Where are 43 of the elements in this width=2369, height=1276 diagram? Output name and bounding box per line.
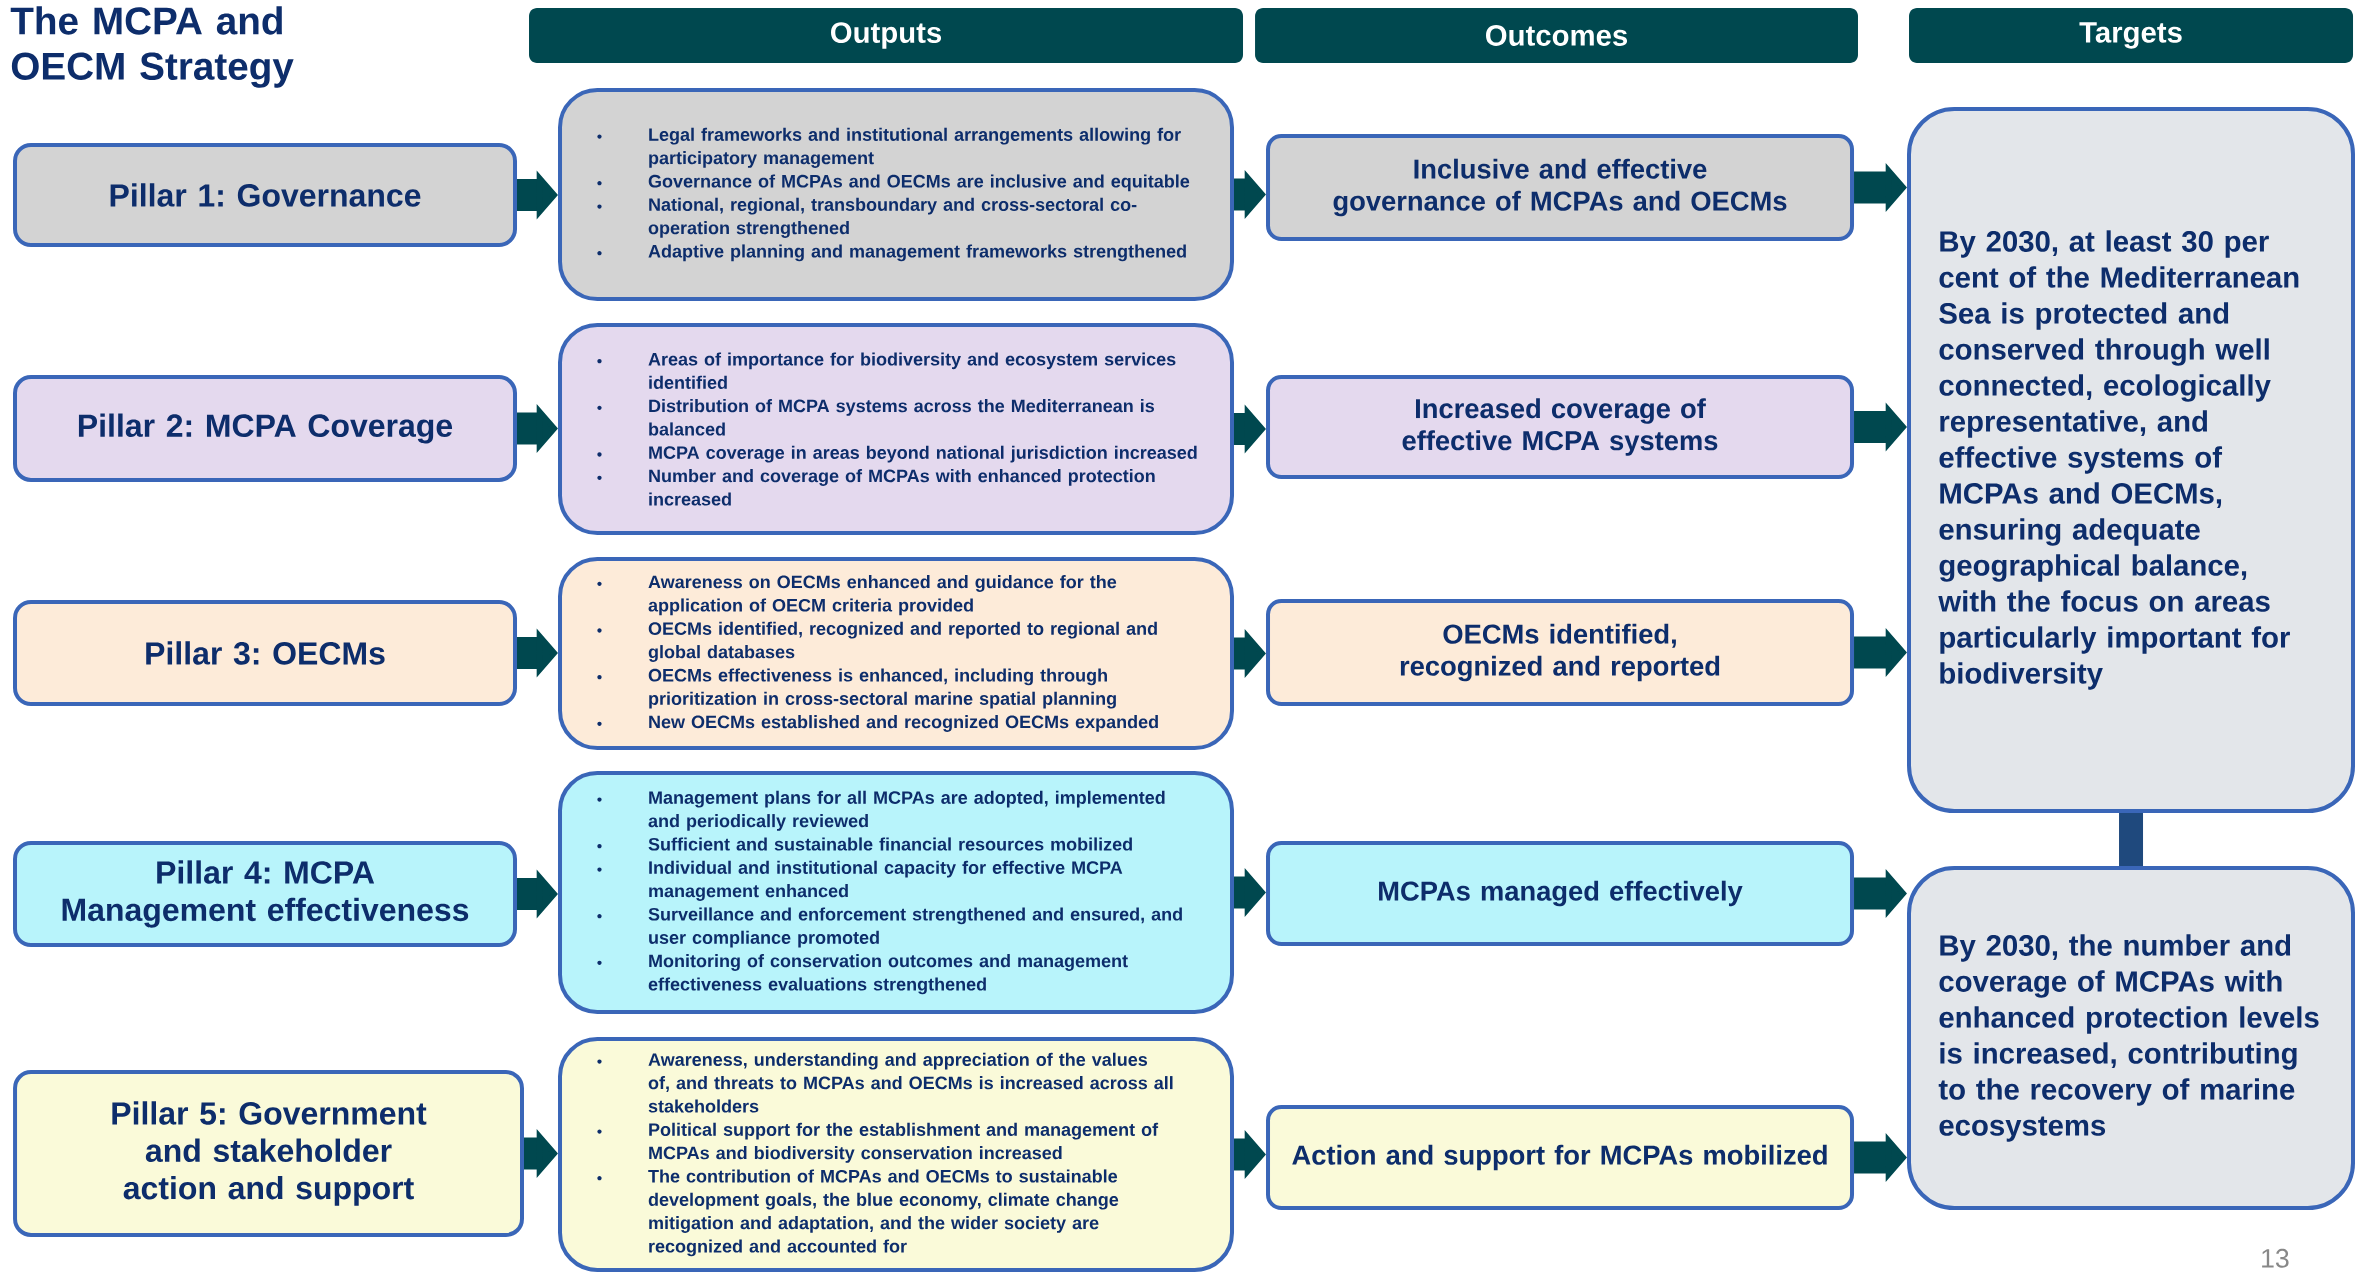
header-bar: Outputs — [529, 8, 1243, 63]
bullet-item: Political support for the establishment and management of MCPAs and biodiversity conservation increased — [597, 1122, 1159, 1163]
bullet-item: Management plans for all MCPAs are adopted, implemented and periodically reviewed — [597, 790, 1165, 831]
bullet-item: The contribution of MCPAs and OECMs to sustainable development goals, the blue economy, climate change mitigation and adaptation, and the wider society are recognized and accounted for — [597, 1169, 1119, 1257]
bullet-item: Distribution of MCPA systems across the Mediterranean is balanced — [597, 399, 1154, 436]
output-box — [558, 556, 1234, 751]
outcome-box: Increased coverage of effective MCPA systems — [1266, 375, 1854, 479]
page-number: 13 — [2262, 1248, 2289, 1268]
header-bar: Outcomes — [1255, 8, 1858, 63]
bullet-item: Number and coverage of MCPAs with enhanced protection increased — [597, 469, 1155, 506]
bullet-item: Areas of importance for biodiversity and ecosystem services identified — [597, 352, 1176, 389]
bullet-item: Awareness, understanding and appreciation of the values of, and threats to MCPAs and OECMs is increased across all stakeholders — [597, 1052, 1173, 1113]
output-box — [558, 323, 1234, 535]
bullet-item: National, regional, transboundary and cross-sectoral co-operation strengthened — [597, 197, 1137, 238]
target-box: By 2030, the number and coverage of MCPAs with enhanced protection levels is increased, contributing to the recovery of marine ecosystems — [1907, 866, 2355, 1210]
bullet-item: OECMs identified, recognized and reported to regional and global databases — [597, 621, 1157, 662]
bullet-item: MCPA coverage in areas beyond national jurisdiction increased — [597, 445, 1197, 463]
bullet-item: Surveillance and enforcement strengthened and ensured, and user compliance promoted — [597, 907, 1182, 948]
bullet-item: New OECMs established and recognized OECMs expanded — [597, 715, 1158, 732]
bullet-item: Monitoring of conservation outcomes and management effectiveness evaluations strengthened — [597, 954, 1128, 995]
pillar-box: Pillar 4: MCPA Management effectiveness — [13, 841, 517, 947]
output-box — [558, 771, 1234, 1014]
output-box — [558, 87, 1234, 302]
title: The MCPA and OECM Strategy — [10, 6, 294, 88]
outcome-box: Action and support for MCPAs mobilized — [1266, 1104, 1854, 1211]
pillar-box: Pillar 3: OECMs — [13, 600, 517, 706]
bullet-item: Awareness on OECMs enhanced and guidance for the application of OECM criteria provided — [597, 575, 1117, 616]
header-bar: Targets — [1909, 8, 2353, 63]
connector-bar — [2119, 813, 2143, 866]
bullet-item: Adaptive planning and management frameworks strengthened — [597, 244, 1186, 262]
outcome-box: OECMs identified, recognized and reported — [1266, 599, 1854, 706]
pillar-box: Pillar 2: MCPA Coverage — [13, 375, 517, 482]
bullet-item: Legal frameworks and institutional arrangements allowing for participatory management — [597, 127, 1181, 168]
pillar-box: Pillar 1: Governance — [13, 143, 517, 247]
output-box — [558, 1037, 1234, 1272]
pillar-box: Pillar 5: Government and stakeholder action and support — [13, 1070, 524, 1237]
bullet-item: Sufficient and sustainable financial resources mobilized — [597, 837, 1132, 851]
outcome-box: MCPAs managed effectively — [1266, 840, 1854, 947]
bullet-item: OECMs effectiveness is enhanced, including through prioritization in cross-sectoral marine spatial planning — [597, 668, 1116, 709]
bullet-item: Governance of MCPAs and OECMs are inclusive and equitable — [597, 174, 1190, 192]
outcome-box: Inclusive and effective governance of MCPAs and OECMs — [1266, 134, 1854, 241]
bullet-item: Individual and institutional capacity for effective MCPA management enhanced — [597, 860, 1123, 901]
target-box: By 2030, at least 30 per cent of the Mediterranean Sea is protected and conserved through well connected, ecologically representative, and effective systems of MCPAs and OECMs, ensuring adequate geographical balance, with the focus on areas particularly important for biodiversity — [1907, 107, 2355, 813]
